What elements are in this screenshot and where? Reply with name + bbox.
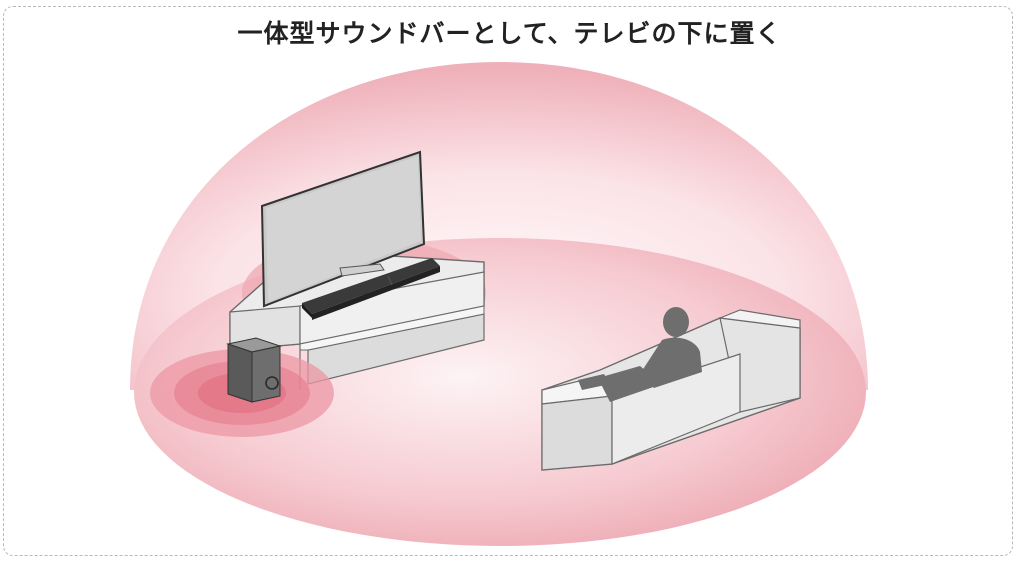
sofa-icon xyxy=(541,309,801,471)
soundbar-icon xyxy=(302,258,440,320)
illustration-frame xyxy=(3,6,1013,556)
television-icon xyxy=(260,150,426,308)
person-silhouette-icon xyxy=(578,307,702,402)
page-title: 一体型サウンドバーとして、テレビの下に置く xyxy=(237,19,782,48)
subwoofer-icon xyxy=(226,337,282,403)
